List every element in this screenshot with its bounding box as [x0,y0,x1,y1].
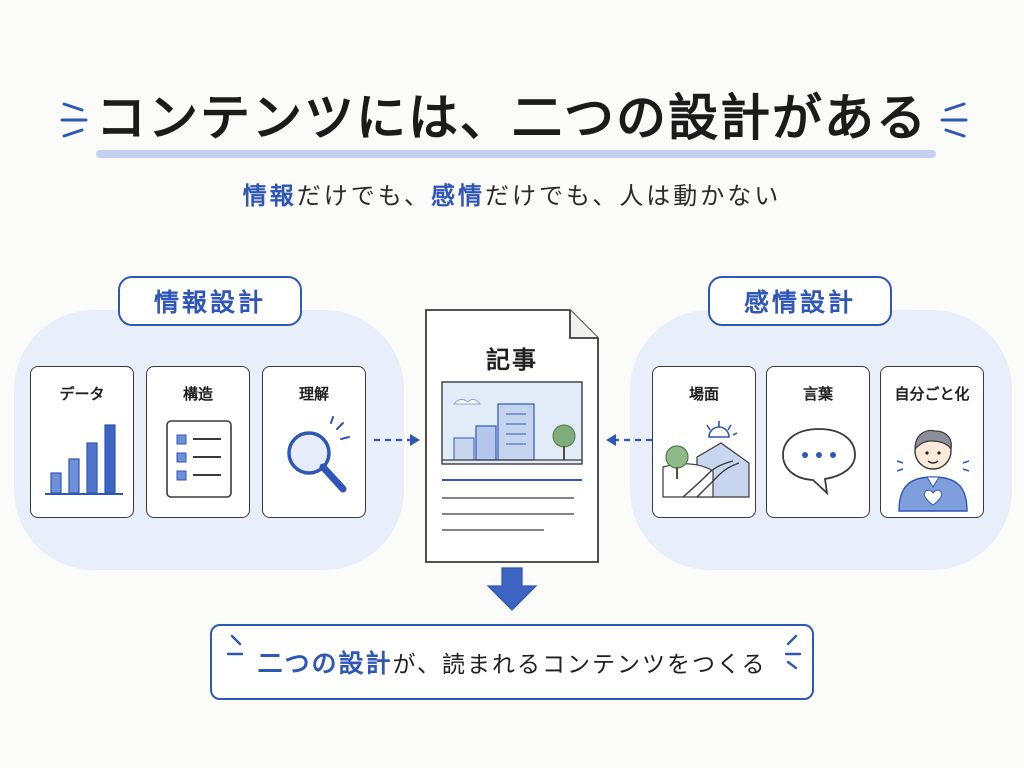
article-label: 記事 [486,346,538,374]
checklist-icon [166,420,232,498]
info-design-label: 情報設計 [118,276,302,326]
card-data-label: データ [59,385,105,403]
subtitle-text-1: だけでも、 [296,182,431,210]
subtitle-text-2: だけでも、人は動かない [485,182,782,210]
right-spark-icon [940,102,968,138]
speech-bubble-icon [782,428,856,496]
result-text: が、読まれるコンテンツをつくる [392,652,767,678]
person-heart-icon [896,429,970,512]
card-personal-label: 自分ごと化 [894,385,970,403]
landscape-icon [662,421,750,498]
result-right-spark-icon [784,634,802,670]
bar-chart-icon [45,424,123,495]
subtitle-emotion: 感情 [431,182,485,210]
emotion-design-label: 感情設計 [708,276,892,326]
card-scene-label: 場面 [688,385,719,403]
page-title: コンテンツには、二つの設計がある [96,89,928,147]
left-arrow-icon [374,434,420,446]
left-spark-icon [60,102,88,138]
subtitle-info: 情報 [242,182,297,210]
title-underline [96,150,936,158]
card-structure-label: 構造 [182,385,213,403]
card-understanding: 理解 [262,366,366,518]
card-scene: 場面 [652,366,756,518]
result-box: 二つの設計が、読まれるコンテンツをつくる [210,624,814,700]
magnifier-icon [287,416,350,493]
card-words: 言葉 [766,366,870,518]
down-arrow-icon [486,567,538,611]
subtitle: 情報だけでも、感情だけでも、人は動かない [0,176,1024,211]
result-highlight: 二つの設計 [257,649,393,678]
card-words-label: 言葉 [802,385,833,403]
card-data: データ [30,366,134,518]
article-document [425,309,599,563]
result-left-spark-icon [226,634,244,656]
card-understanding-label: 理解 [298,385,329,403]
card-personal: 自分ごと化 [880,366,984,518]
right-arrow-icon [606,434,652,446]
card-structure: 構造 [146,366,250,518]
